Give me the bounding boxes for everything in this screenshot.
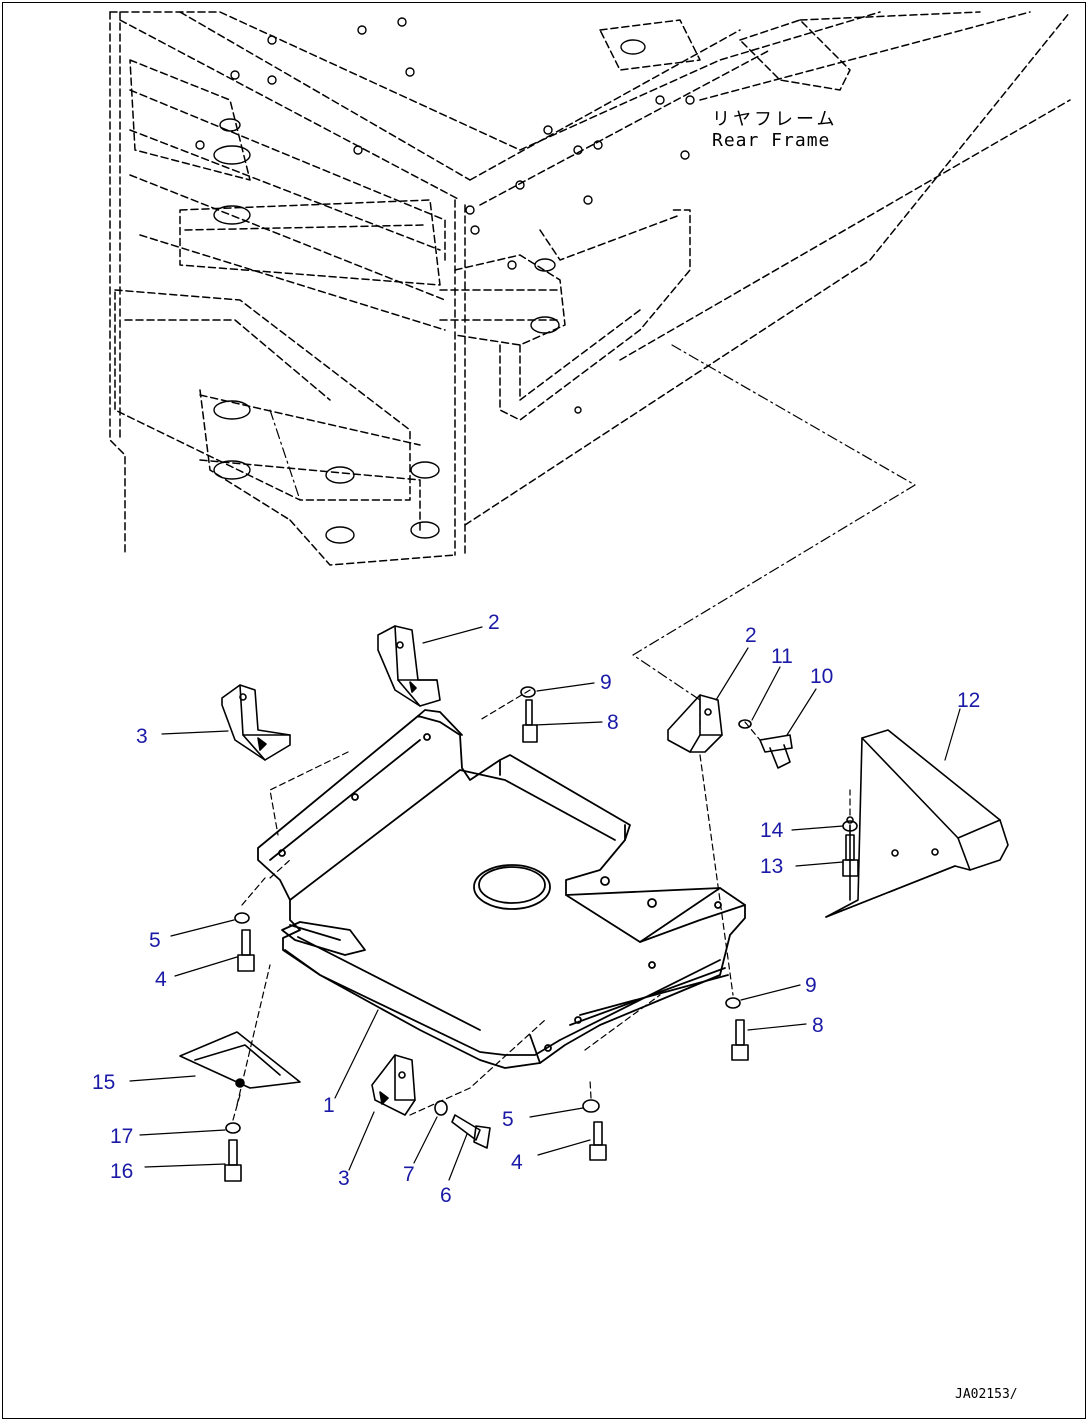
bracket-2-left [377, 625, 441, 707]
callout-9-top: 9 [600, 671, 612, 694]
rear-frame-label: リヤフレーム Rear Frame [712, 109, 838, 151]
callout-6: 6 [440, 1184, 452, 1207]
rear-frame-label-en: Rear Frame [712, 129, 831, 151]
leader-lines [129, 626, 961, 1181]
callout-4-right: 4 [511, 1151, 523, 1174]
cover-12 [825, 729, 1009, 918]
callout-1: 1 [323, 1094, 335, 1117]
callout-15: 15 [92, 1071, 116, 1094]
under-guard-plate [257, 709, 746, 1069]
callout-10: 10 [810, 665, 834, 688]
callout-17: 17 [110, 1125, 134, 1148]
callout-2-left: 2 [488, 611, 500, 634]
callout-2-right: 2 [745, 624, 757, 647]
hardware [224, 686, 859, 1182]
callout-8-top: 8 [607, 711, 619, 734]
callout-13: 13 [760, 855, 784, 878]
callout-5-left: 5 [149, 929, 161, 952]
rear-frame-outline [109, 11, 1071, 566]
callout-9-right: 9 [805, 974, 817, 997]
fastener-alignment [232, 689, 851, 1121]
frame-holes [195, 17, 695, 544]
callout-5-right: 5 [502, 1108, 514, 1131]
bracket-2-right [667, 694, 723, 753]
callout-7: 7 [403, 1163, 415, 1186]
bracket-3-left [221, 684, 291, 761]
callout-3-lower: 3 [338, 1167, 350, 1190]
callout-12: 12 [957, 689, 981, 712]
plate-15 [179, 1031, 301, 1089]
rear-frame-label-jp: リヤフレーム [712, 109, 838, 130]
bracket-3-lower [371, 1054, 416, 1116]
callout-11: 11 [771, 645, 793, 668]
callout-3-left: 3 [136, 725, 148, 748]
callout-4-left: 4 [155, 968, 167, 991]
callout-8-right: 8 [812, 1014, 824, 1037]
callout-16: 16 [110, 1160, 134, 1183]
drawing-code: JA02153/ [955, 1387, 1018, 1402]
callout-14: 14 [760, 819, 784, 842]
